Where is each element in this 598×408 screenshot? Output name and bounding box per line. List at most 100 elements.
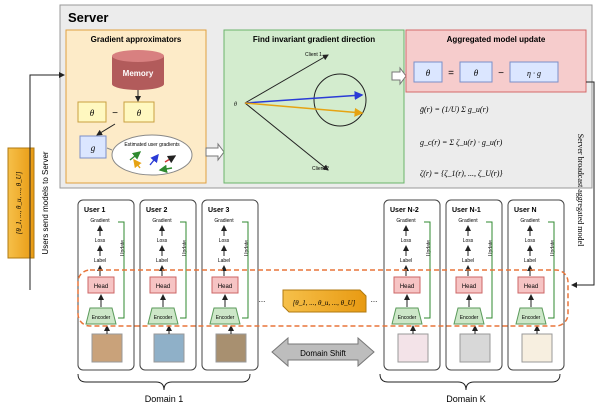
domain1-label: Domain 1 — [145, 394, 184, 404]
encoder-block — [147, 307, 179, 325]
update-title: Aggregated model update — [447, 35, 546, 44]
input-image — [459, 333, 491, 363]
direction-circle — [313, 73, 367, 127]
head-block — [87, 276, 115, 294]
server-title: Server — [68, 10, 108, 25]
direction-title: Find invariant gradient direction — [253, 35, 375, 44]
left-vertical-text: Users send models to Server — [41, 151, 50, 254]
input-image — [215, 333, 247, 363]
direction-panel — [223, 29, 405, 184]
user-name: User 1 — [84, 207, 106, 214]
head-block — [455, 276, 483, 294]
gradient-label: Gradient — [90, 218, 110, 224]
domaink-label: Domain K — [446, 394, 486, 404]
encoder-block — [391, 307, 423, 325]
dots-right: ... — [371, 295, 378, 304]
theta-t-box — [77, 101, 107, 123]
domain-shift-label: Domain Shift — [300, 349, 347, 358]
input-image — [91, 333, 123, 363]
head-label: Head — [462, 284, 476, 290]
client1-label: Client 1 — [305, 52, 322, 58]
head-block — [517, 276, 545, 294]
loss-label: Loss — [219, 238, 230, 244]
label-label: Label — [524, 258, 536, 264]
update-label: Update — [120, 240, 126, 256]
update-label: Update — [182, 240, 188, 256]
label-label: Label — [94, 258, 106, 264]
gradient-label: g — [91, 143, 96, 153]
encoder-block — [515, 307, 547, 325]
input-image — [397, 333, 429, 363]
right-vertical-text: Server broadcast aggregated model — [576, 134, 585, 247]
mean-gradient-vector — [244, 91, 364, 104]
theta-origin: θ — [234, 102, 237, 108]
head-block — [149, 276, 177, 294]
cloud-label: Estimated user gradients — [124, 142, 180, 148]
loss-label: Loss — [525, 238, 536, 244]
loss-label: Loss — [95, 238, 106, 244]
theta-t1-box — [123, 101, 155, 123]
loss-label: Loss — [401, 238, 412, 244]
domain-shift-arrow: Domain Shift — [271, 336, 375, 368]
minus-sign: − — [112, 108, 118, 119]
gradient-label: Gradient — [152, 218, 172, 224]
gradient-label: Gradient — [458, 218, 478, 224]
gradient-box — [79, 135, 107, 159]
equals-sign: = — [448, 68, 454, 79]
head-label: Head — [524, 284, 538, 290]
label-label: Label — [400, 258, 412, 264]
flow-arrow-2 — [391, 66, 407, 86]
theta-t1: θ — [137, 108, 142, 118]
left-upload-arrow — [29, 72, 65, 290]
user-column: User N-1GradientLossLabelUpdateHeadEncod… — [445, 199, 503, 371]
gradient-label: Gradient — [396, 218, 416, 224]
head-label: Head — [94, 284, 108, 290]
formula-gc: g_c(r) = Σ ζ_u(r) · g_u(r) — [420, 138, 503, 147]
encoder-label: Encoder — [154, 315, 173, 321]
loss-label: Loss — [157, 238, 168, 244]
formula-gbar: ḡ(r) = (1/U) Σ g_u(r) — [420, 105, 489, 114]
label-label: Label — [218, 258, 230, 264]
client2-vector — [244, 102, 329, 171]
cloud-arrows — [129, 151, 177, 173]
encoder-label: Encoder — [522, 315, 541, 321]
theta-r: θ — [426, 68, 431, 78]
head-block — [211, 276, 239, 294]
middle-params-label: [θ_1, ..., θ_u, ..., θ_U] — [293, 299, 356, 307]
domain1-bracket — [77, 373, 251, 391]
label-label: Label — [462, 258, 474, 264]
memory-label: Memory — [123, 69, 154, 78]
gradient-cloud — [111, 134, 193, 176]
input-image — [153, 333, 185, 363]
theta-r-box — [413, 61, 443, 83]
middle-param-bar: [θ_1, ..., θ_u, ..., θ_U] — [282, 289, 367, 313]
eta-g-box — [509, 61, 559, 83]
client1-vector — [244, 54, 329, 104]
user-name: User N-2 — [390, 207, 419, 214]
invariant-gradient-vector — [244, 102, 364, 117]
update-label: Update — [426, 240, 432, 256]
eta-g: η · g — [527, 69, 541, 78]
flow-arrow-1 — [205, 142, 225, 162]
user-name: User N-1 — [452, 207, 481, 214]
encoder-label: Encoder — [92, 315, 111, 321]
update-label: Update — [488, 240, 494, 256]
theta-r1: θ — [474, 68, 479, 78]
head-label: Head — [218, 284, 232, 290]
user-column: User N-2GradientLossLabelUpdateHeadEncod… — [383, 199, 441, 371]
encoder-block — [209, 307, 241, 325]
model-dashed-frame — [77, 269, 569, 327]
left-stack-label: [θ_1, ..., θ_u, ..., θ_U] — [15, 171, 23, 234]
label-label: Label — [156, 258, 168, 264]
head-label: Head — [400, 284, 414, 290]
user-name: User N — [514, 207, 537, 214]
theta-r1-box — [459, 61, 493, 83]
minus-sign-2: − — [498, 68, 504, 79]
domaink-bracket — [379, 373, 561, 391]
encoder-block — [85, 307, 117, 325]
